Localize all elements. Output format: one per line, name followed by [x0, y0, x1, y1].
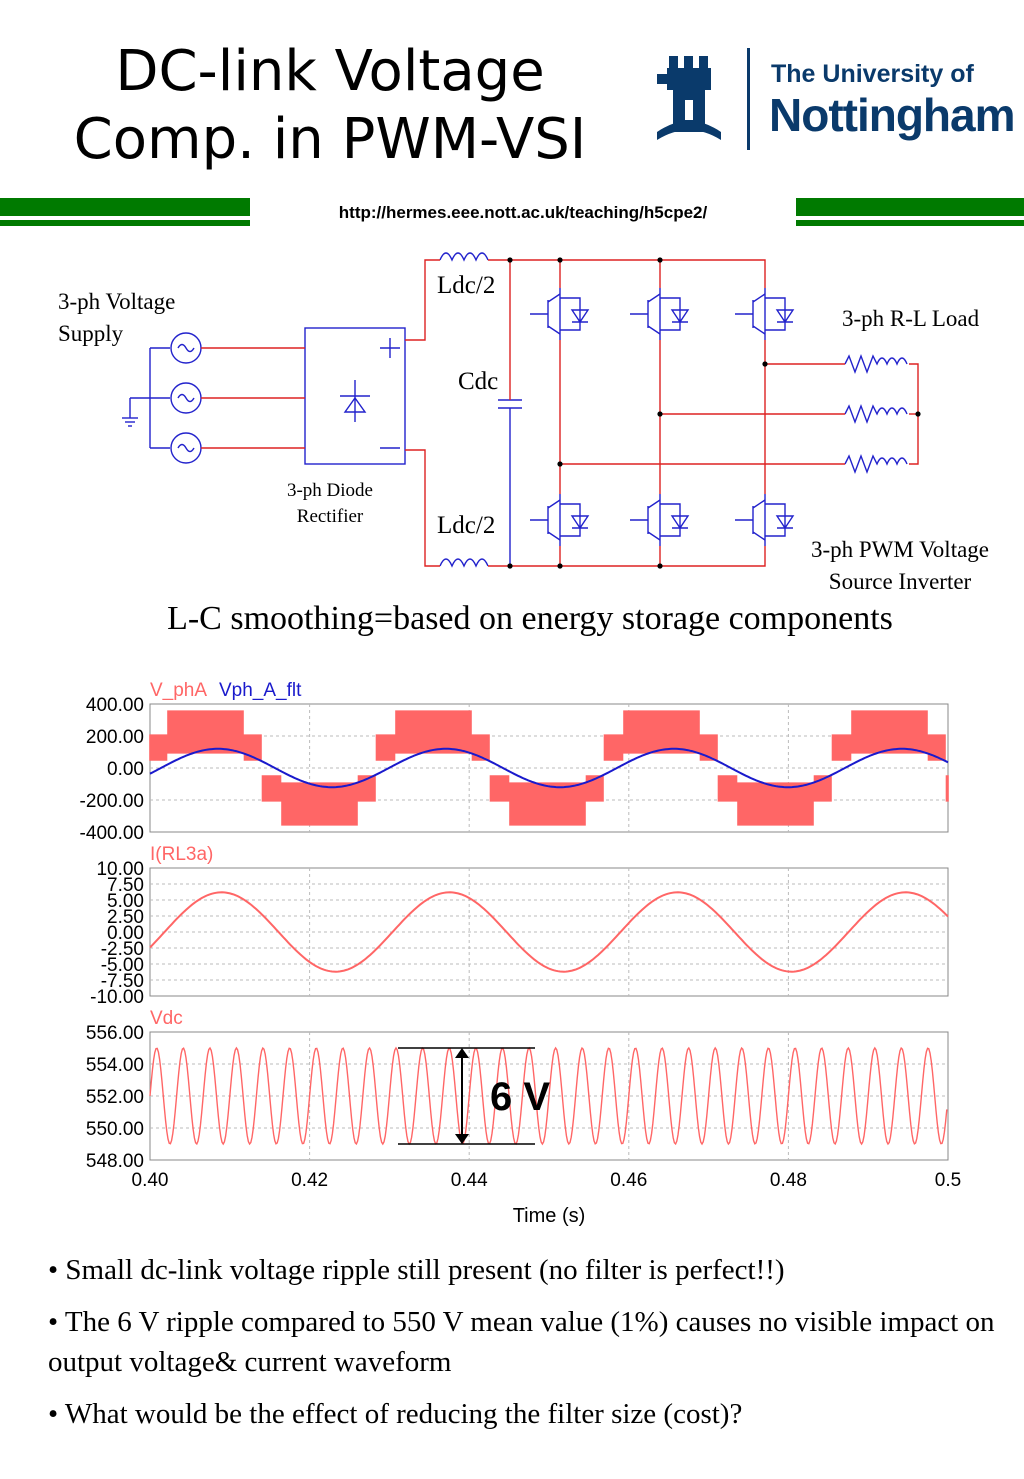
rectifier-label-line-2: Rectifier: [296, 506, 364, 527]
title-line-1: DC-link Voltage: [115, 39, 545, 104]
cdc-label: Cdc: [458, 368, 499, 395]
series-legend-label: I(RL3a): [150, 844, 213, 865]
inverter-label: 3-ph PWM Voltage Source Inverter: [790, 534, 1010, 598]
x-tick-label: 0.44: [451, 1170, 488, 1191]
bullet-3: • What would be the effect of reducing t…: [48, 1398, 743, 1430]
x-tick-label: 0.46: [610, 1170, 647, 1191]
y-tick-label: 5.00: [107, 891, 144, 912]
Vdc-line: [149, 1046, 948, 1146]
y-tick-label: 0.00: [107, 759, 144, 780]
bullet-2: • The 6 V ripple compared to 550 V mean …: [48, 1306, 995, 1378]
x-tick-label: 0.42: [291, 1170, 328, 1191]
university-logo: The University of Nottingham: [655, 44, 1016, 154]
castle-icon: [657, 56, 721, 140]
series-legend-label: Vdc: [150, 1008, 183, 1029]
logo-line-1: The University of: [771, 60, 974, 88]
y-tick-label: 200.00: [86, 727, 144, 748]
y-tick-label: -10.00: [90, 987, 144, 1008]
Vph_A_flt-line: [149, 747, 949, 789]
y-tick-label: 0.00: [107, 923, 144, 944]
load-label: 3-ph R-L Load: [842, 306, 980, 331]
ripple-annotation: 6 V: [490, 1075, 550, 1119]
course-url[interactable]: http://hermes.eee.nott.ac.uk/teaching/h5…: [250, 196, 796, 230]
logo-line-2: Nottingham: [769, 89, 1016, 141]
y-tick-label: 552.00: [86, 1087, 144, 1108]
ripple-arrow-head-down: [455, 1134, 469, 1144]
title-line-2: Comp. in PWM-VSI: [73, 107, 587, 172]
y-tick-label: 548.00: [86, 1151, 144, 1172]
ripple-arrow-head-up: [455, 1048, 469, 1058]
rectifier-label-line-1: 3-ph Diode: [286, 480, 373, 501]
supply-label-line-1: 3-ph Voltage: [58, 289, 176, 314]
y-tick-label: -7.50: [101, 971, 144, 992]
y-tick-label: 400.00: [86, 695, 144, 716]
y-tick-label: -400.00: [80, 823, 144, 844]
circuit-diagram: [122, 252, 921, 569]
inverter-label-line-2: Source Inverter: [828, 569, 972, 594]
y-tick-label: 10.00: [96, 859, 144, 880]
supply-label: 3-ph Voltage Supply: [58, 286, 175, 350]
I(RL3a)-line: [149, 891, 949, 973]
ldc-bottom-label: Ldc/2: [437, 512, 496, 539]
rectifier-label: 3-ph Diode Rectifier: [260, 478, 400, 530]
bullet-1: • Small dc-link voltage ripple still pre…: [48, 1254, 785, 1286]
y-tick-label: 7.50: [107, 875, 144, 896]
x-axis-label: Time (s): [513, 1205, 586, 1227]
y-tick-label: -200.00: [80, 791, 144, 812]
y-tick-label: -5.00: [101, 955, 144, 976]
inverter-switches: [530, 288, 795, 546]
logo-divider: [747, 48, 750, 150]
bullet-list: • Small dc-link voltage ripple still pre…: [48, 1250, 1008, 1446]
x-tick-label: 0.48: [770, 1170, 807, 1191]
series-legend-label: V_phA: [150, 680, 207, 701]
y-tick-label: 550.00: [86, 1119, 144, 1140]
waveform-charts: 400.00 200.00 0.00 -200.00 -400.00 V_phA Vph_A…: [80, 680, 962, 1227]
ldc-top-label: Ldc/2: [437, 272, 496, 299]
inverter-label-line-1: 3-ph PWM Voltage: [810, 537, 990, 562]
x-tick-label: 0.5: [935, 1170, 961, 1191]
page-title: DC-link Voltage Comp. in PWM-VSI: [0, 38, 660, 174]
y-tick-label: 2.50: [107, 907, 144, 928]
supply-label-line-2: Supply: [58, 321, 124, 346]
series-legend-label: Vph_A_flt: [219, 680, 302, 701]
y-tick-label: -2.50: [101, 939, 144, 960]
caption: L-C smoothing=based on energy storage co…: [167, 600, 893, 637]
x-tick-label: 0.40: [132, 1170, 169, 1191]
V_phA-line: [149, 710, 949, 826]
y-tick-label: 554.00: [86, 1055, 144, 1076]
y-tick-label: 556.00: [86, 1023, 144, 1044]
